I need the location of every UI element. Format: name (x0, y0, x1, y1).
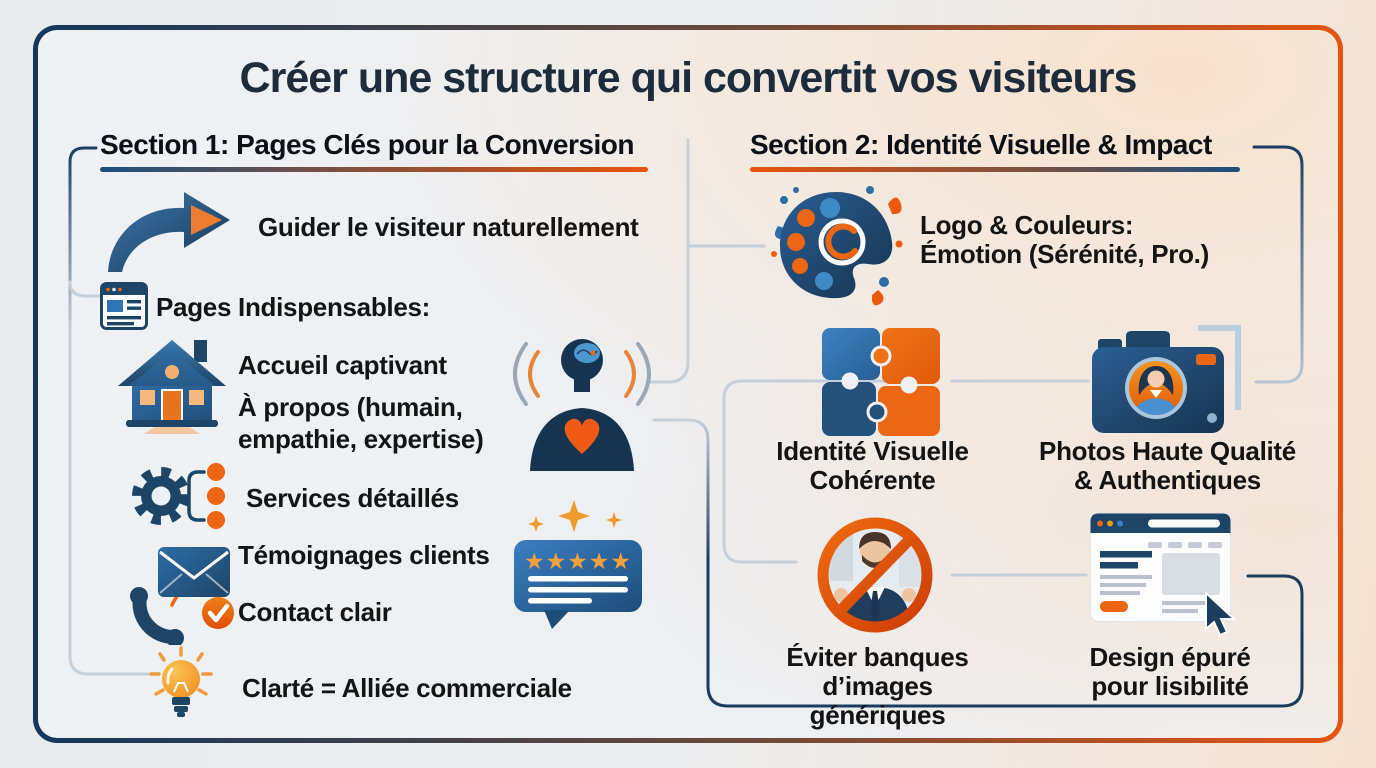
section2-item-logo-label: Logo & Couleurs: Émotion (Sérénité, Pro.… (920, 210, 1209, 269)
palette-icon (766, 184, 906, 309)
section1-item-accueil: Accueil captivant (238, 350, 447, 380)
section1-footer-label: Clarté = Alliée commerciale (242, 673, 572, 703)
section2-item-design-label: Design épuré pour lisibilité (1089, 642, 1251, 701)
phone-envelope-icon (126, 543, 251, 645)
clean-design-icon (1090, 513, 1245, 638)
webpage-icon (100, 282, 148, 330)
section1-item-services: Services détaillés (246, 483, 459, 513)
gear-list-icon (126, 458, 251, 536)
section2-header: Section 2: Identité Visuelle & Impact (750, 129, 1212, 160)
section2-item-identite-label: Identité Visuelle Cohérente (776, 436, 969, 495)
lightbulb-icon (146, 646, 216, 731)
section1-item-temoignages: Témoignages clients (238, 540, 490, 570)
section1-item-contact: Contact clair (238, 597, 392, 627)
svg-text:★★★★★: ★★★★★ (524, 549, 632, 575)
section1-header: Section 1: Pages Clés pour la Conversion (100, 129, 634, 160)
camera-icon (1092, 320, 1244, 442)
house-icon (112, 330, 232, 435)
arrow-icon (98, 186, 238, 276)
section1-item-apropos: À propos (humain, empathie, expertise) (238, 392, 484, 454)
section1-underline (100, 167, 648, 172)
page-title: Créer une structure qui convertit vos vi… (239, 54, 1138, 102)
no-stock-photo-icon (795, 503, 955, 648)
section1-subheader-label: Pages Indispensables: (156, 292, 431, 322)
section2-item-eviter-label: Éviter banques d’images génériques (786, 642, 969, 730)
section2-underline (750, 167, 1240, 172)
puzzle-icon (820, 326, 942, 438)
five-star-review-icon: ★★★★★ (512, 500, 647, 630)
section1-intro-label: Guider le visiteur naturellement (258, 212, 639, 242)
section2-item-photos-label: Photos Haute Qualité & Authentiques (1039, 436, 1296, 495)
brain-heart-person-icon (500, 326, 665, 471)
